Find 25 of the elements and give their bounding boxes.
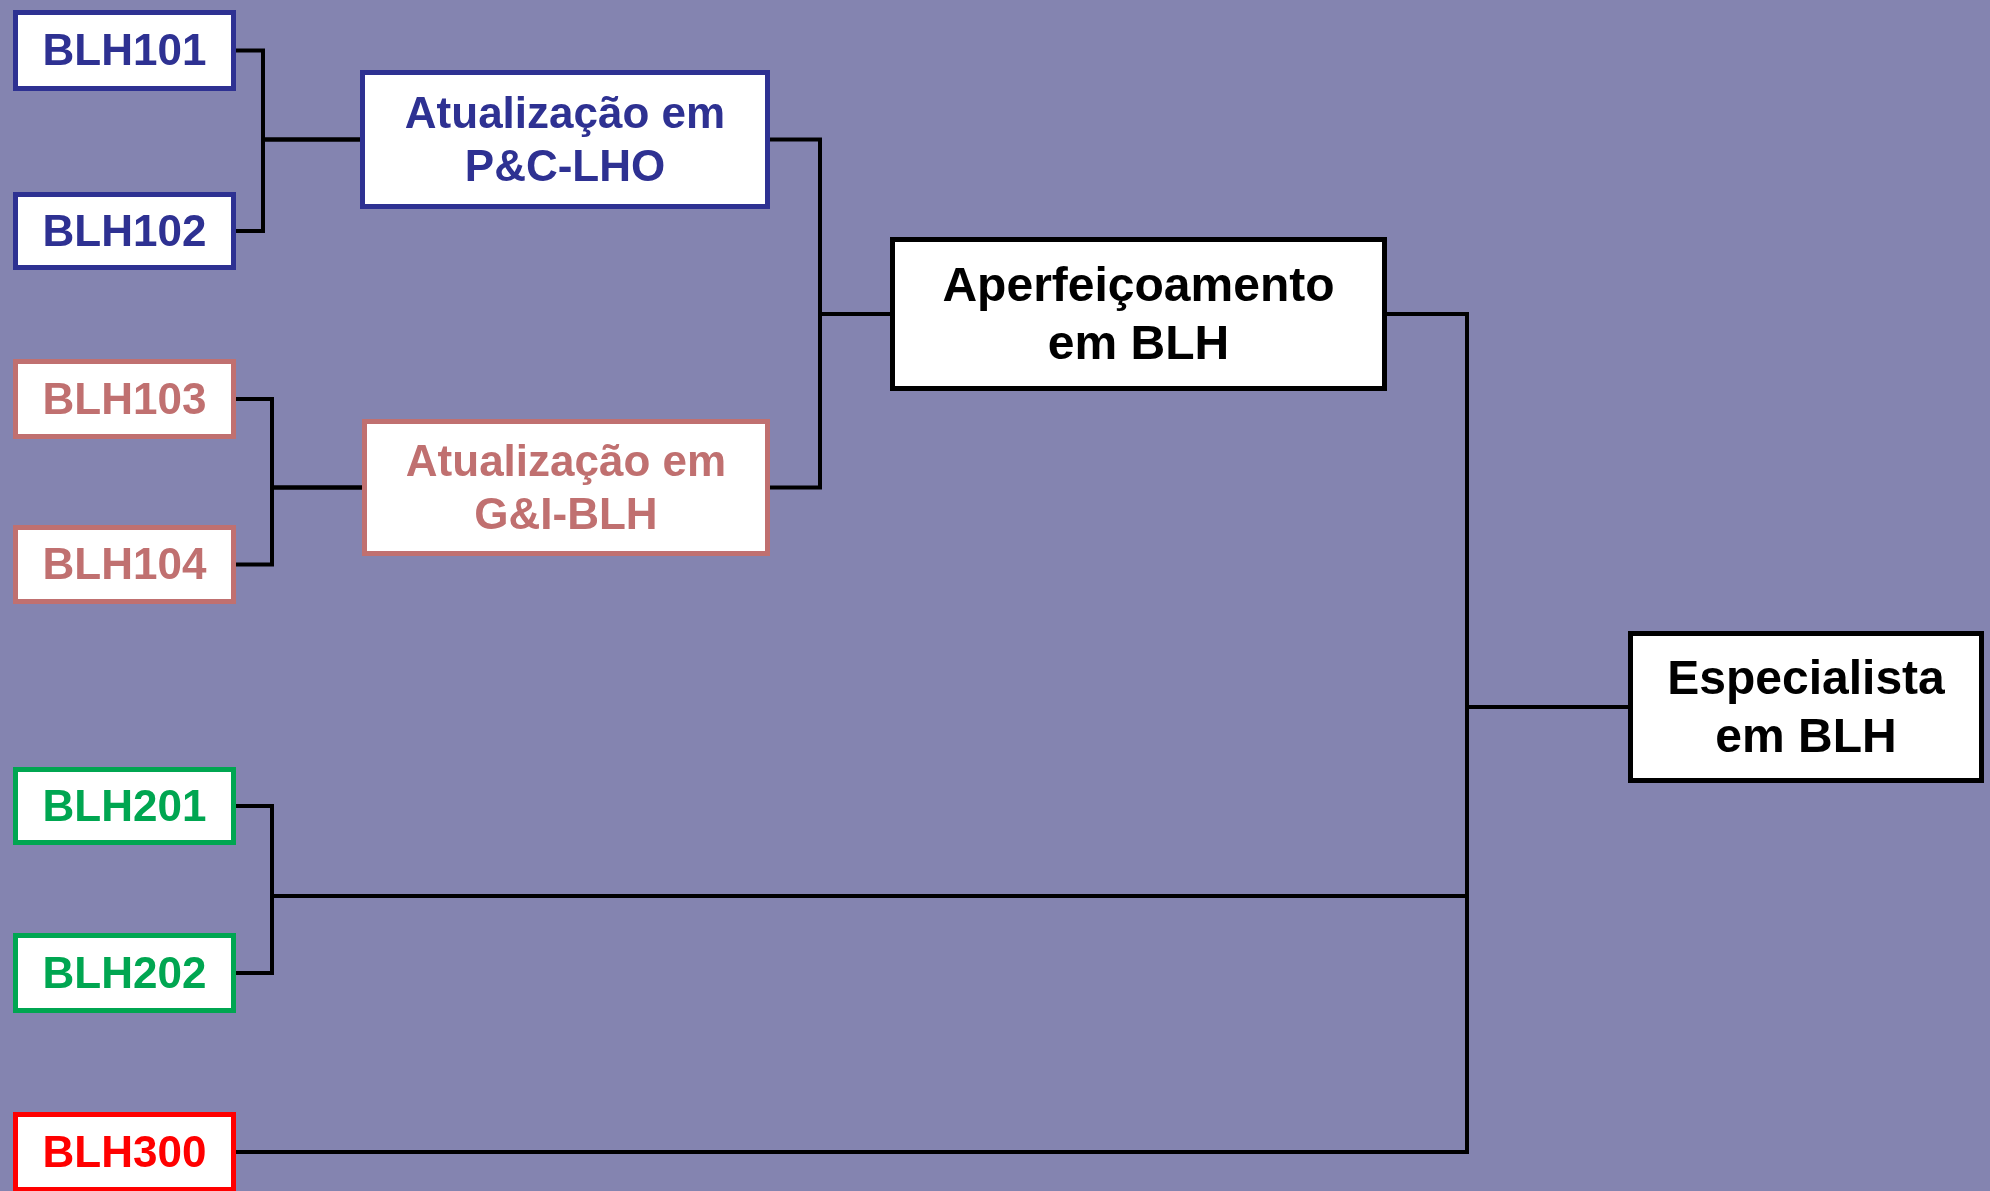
course-box (1628, 631, 1984, 783)
course-box (13, 767, 236, 845)
course-box (13, 359, 236, 439)
box-label: BLH102 (42, 204, 207, 257)
connector-line (770, 312, 890, 490)
box-label: BLH202 (42, 946, 207, 999)
course-box (890, 237, 1387, 391)
course-box (360, 70, 770, 209)
course-box (13, 1112, 236, 1191)
course-box (13, 10, 236, 91)
course-box (13, 525, 236, 604)
box-label: BLH201 (42, 779, 207, 832)
box-label: Especialista em BLH (1666, 650, 1946, 764)
box-label: Atualização em G&I-BLH (404, 434, 728, 540)
course-box (362, 419, 770, 556)
box-label: Atualização em P&C-LHO (403, 86, 727, 192)
box-label: Aperfeiçoamento em BLH (941, 257, 1336, 371)
course-box (13, 192, 236, 270)
connector-line (236, 485, 362, 567)
box-label: BLH101 (42, 24, 207, 77)
course-box (13, 933, 236, 1013)
box-label: BLH300 (42, 1125, 207, 1178)
connector-line (236, 137, 360, 233)
box-label: BLH104 (42, 538, 207, 591)
box-label: BLH103 (42, 372, 207, 425)
